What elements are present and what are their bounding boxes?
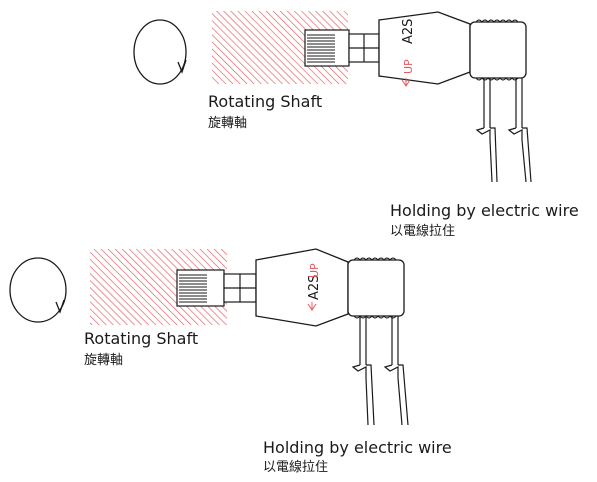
strain-relief-boot bbox=[347, 257, 405, 319]
connector-label-bottom: A2S UP bbox=[307, 263, 322, 311]
connector-label-top: A2S UP bbox=[401, 19, 416, 87]
shaft-label-zh: 旋轉軸 bbox=[84, 353, 124, 368]
wire-label-zh: 以電線拉住 bbox=[390, 224, 456, 239]
rotation-indicator bbox=[133, 19, 187, 85]
connector-pin-plate bbox=[304, 29, 380, 67]
rotation-circle bbox=[133, 19, 187, 85]
connector-model-label: A2S bbox=[307, 275, 322, 300]
up-label: UP bbox=[402, 59, 415, 74]
electric-wires bbox=[351, 316, 409, 426]
up-arrow-icon bbox=[401, 78, 411, 87]
clockwise-arrow-icon bbox=[177, 59, 187, 74]
assembly-top bbox=[133, 11, 532, 183]
up-arrow-icon bbox=[307, 302, 317, 311]
connector-model-label: A2S bbox=[401, 19, 416, 44]
wire-label: Holding by electric wire bbox=[390, 201, 579, 220]
pin-grid bbox=[307, 34, 335, 63]
rotation-circle bbox=[9, 257, 67, 323]
strain-relief-boot bbox=[469, 19, 527, 81]
shaft-label-zh: 旋轉軸 bbox=[208, 116, 248, 131]
assembly-bottom bbox=[9, 248, 409, 426]
connector-housing bbox=[255, 248, 349, 327]
shaft-label: Rotating Shaft bbox=[84, 329, 199, 348]
up-label: UP bbox=[308, 263, 321, 278]
pin-grid bbox=[179, 274, 207, 303]
electric-wires bbox=[475, 78, 532, 183]
clockwise-arrow-icon bbox=[55, 299, 65, 314]
connector-housing bbox=[378, 11, 471, 85]
wire-label: Holding by electric wire bbox=[263, 438, 452, 457]
connector-pin-plate bbox=[176, 269, 257, 307]
shaft-label: Rotating Shaft bbox=[208, 92, 323, 111]
wire-label-zh: 以電線拉住 bbox=[263, 460, 329, 475]
rotation-indicator bbox=[9, 257, 67, 323]
